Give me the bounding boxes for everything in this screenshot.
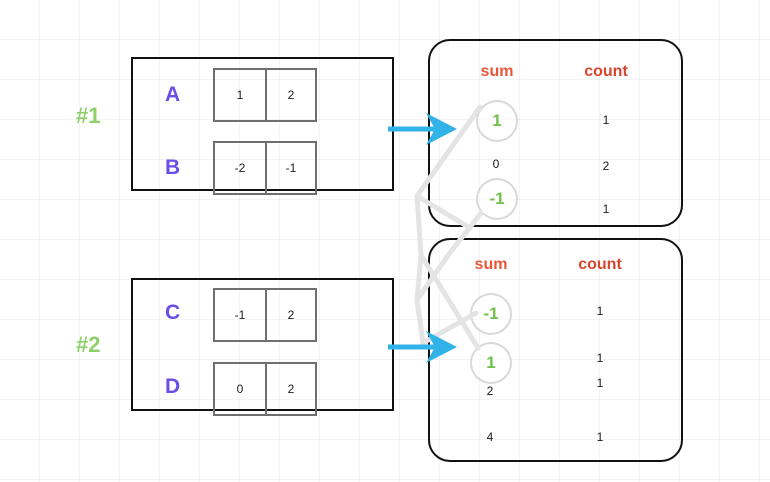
pair-a-cell-1: 2 [265, 70, 315, 120]
pair-b: -2 -1 [213, 141, 317, 195]
agg2-row-0-highlight-ring [470, 293, 512, 335]
agg1-row-2-sum: -1 [489, 189, 505, 208]
agg2-row-0-sum: -1 [483, 304, 499, 323]
step-label-1: #1 [76, 103, 101, 128]
agg2-row-3-count: 1 [596, 430, 604, 444]
agg1-row-2-count: 1 [602, 202, 610, 216]
pair-a: 1 2 [213, 68, 317, 122]
link-line-pos1 [414, 104, 483, 351]
pair-b-cell-0: -2 [234, 161, 246, 175]
agg2-row-0-count: 1 [596, 304, 604, 318]
row-key-d: D [165, 375, 181, 398]
input-group-1 [131, 57, 394, 191]
pair-b-cell-1: -1 [265, 143, 315, 193]
pair-c-cell-1: 2 [265, 290, 315, 340]
agg2-header-count: count [578, 256, 622, 273]
agg1-row-0-count: 1 [602, 113, 610, 127]
row-key-a: A [165, 83, 181, 106]
pair-a-cell-0: 1 [236, 88, 244, 102]
agg1-row-0-sum: 1 [492, 111, 502, 130]
pair-d: 0 2 [213, 362, 317, 416]
agg2-header-sum: sum [474, 256, 508, 273]
agg1-row-1-count: 2 [602, 159, 610, 173]
pair-c: -1 2 [213, 288, 317, 342]
pair-d-cell-1: 2 [265, 364, 315, 414]
agg1-row-1-sum: 0 [492, 157, 500, 171]
pair-c-cell-0: -1 [234, 308, 246, 322]
agg1-header-sum: sum [480, 63, 514, 80]
link-line-brace-upper [414, 193, 473, 231]
pair-d-cell-0: 0 [236, 382, 244, 396]
row-key-b: B [165, 156, 181, 179]
row-key-c: C [165, 301, 181, 324]
agg2-row-2-sum: 2 [486, 384, 494, 398]
agg1-header-count: count [584, 63, 628, 80]
link-line-brace-lower [414, 297, 426, 346]
agg2-row-1-count: 1 [596, 351, 604, 365]
agg2-row-2-count: 1 [596, 376, 604, 390]
step-label-2: #2 [76, 332, 101, 357]
agg2-row-1-sum: 1 [486, 353, 496, 372]
link-line-brace-mid [414, 252, 424, 303]
agg2-row-3-sum: 4 [486, 430, 494, 444]
agg1-row-0-highlight-ring [476, 100, 518, 142]
